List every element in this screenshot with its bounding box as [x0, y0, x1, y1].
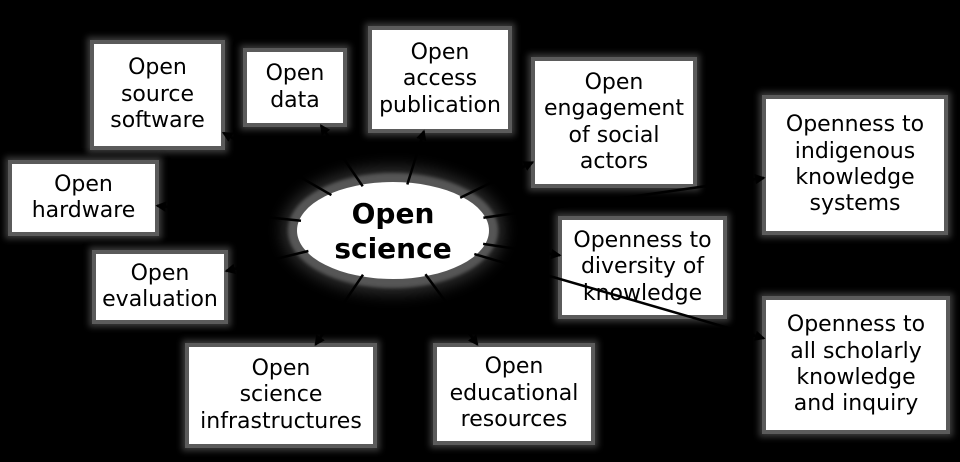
arrow-line	[459, 161, 535, 199]
node-open-evaluation: Open evaluation	[92, 250, 228, 324]
node-openness-to-all-scholarly-knowledge-and-inquiry: Openness to all scholarly knowledge and …	[762, 296, 950, 434]
arrow-line	[424, 273, 479, 346]
node-openness-to-diversity-of-knowledge: Openness to diversity of knowledge	[558, 216, 727, 319]
arrow-line	[319, 124, 364, 188]
arrow-line	[482, 242, 562, 260]
node-open-data: Open data	[243, 48, 347, 127]
node-open-science-infrastructures: Open science infrastructures	[185, 343, 377, 448]
node-openness-to-indigenous-knowledge-systems: Openness to indigenous knowledge systems	[762, 95, 948, 235]
arrow-line	[406, 129, 427, 185]
node-open-educational-resources: Open educational resources	[433, 343, 595, 445]
arrow-line	[224, 249, 309, 274]
node-open-engagement-of-social-actors: Open engagement of social actors	[531, 57, 697, 188]
arrow-line	[221, 131, 333, 197]
center-node-open-science: Open science	[297, 182, 489, 279]
node-open-access-publication: Open access publication	[368, 26, 512, 133]
arrow-line	[155, 201, 302, 223]
node-open-hardware: Open hardware	[8, 160, 159, 236]
node-open-source-software: Open source software	[90, 40, 225, 150]
arrow-line	[314, 273, 365, 347]
